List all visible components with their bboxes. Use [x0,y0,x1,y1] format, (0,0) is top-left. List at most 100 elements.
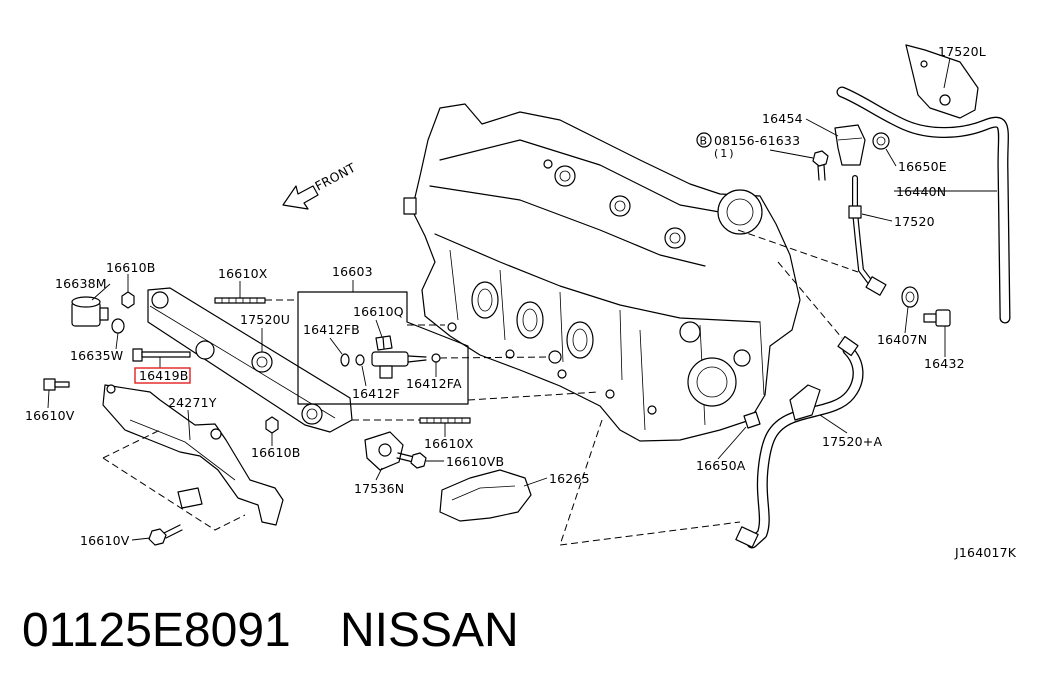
callout-16407N[interactable]: 16407N [877,332,927,347]
front-arrow-icon [282,185,319,210]
callout-16650A[interactable]: 16650A [696,458,746,473]
callout-16610VB[interactable]: 16610VB [446,454,504,469]
clip-16650A-body [743,411,761,429]
fuel-rail-edge [149,305,336,419]
callout-16610Q[interactable]: 16610Q [353,304,404,319]
leader-lines [47,57,997,541]
callout-17520U[interactable]: 17520U [240,312,290,327]
callout-16412F[interactable]: 16412F [352,386,400,401]
head-boss-mid [679,321,701,343]
callout-17520[interactable]: 17520 [894,214,935,229]
footer: 01125E8091 NISSAN [22,604,519,657]
callout-24271Y[interactable]: 24271Y [168,395,217,410]
figure-code: J164017K [954,545,1017,560]
pressure-sensor-top [71,296,101,308]
heat-shield-16265 [439,469,532,522]
clip-16650A [743,411,761,429]
head-bolt-5 [647,405,657,415]
cam-end-cap-inner [726,198,754,226]
injector-connector [379,365,393,379]
callout-16412FB[interactable]: 16412FB [303,322,360,337]
dash-head-to-tube [777,261,843,339]
leader-16650A [717,426,747,460]
sensor-tube-17520-end [865,276,887,296]
callout-16440N[interactable]: 16440N [896,184,946,199]
intake-port-3-inner [572,328,588,352]
head-mount-tab [403,197,417,215]
leader-16638M [91,283,111,301]
spark-plug-hole-1 [554,165,576,187]
leader-16454 [805,118,839,137]
heat-shield-rib [451,485,516,501]
assembly-dashed-lines [102,229,859,546]
callout-16610V-bottom[interactable]: 16610V [80,533,130,548]
callout-16432[interactable]: 16432 [924,356,965,371]
sensor-tube-17520-fitting [848,205,862,219]
fuel-tube-17520A-top-fitting [837,335,859,357]
callout-17520A[interactable]: 17520+A [822,434,882,449]
spark-plug-hole-3 [664,227,686,249]
nut-16610B-bottom [265,416,279,434]
front-direction-indicator: FRONT [282,160,358,210]
bolt-08156-61633 [812,150,829,181]
callout-16610B-top[interactable]: 16610B [106,260,156,275]
callout-16419B[interactable]: 16419B [139,368,189,383]
washer-16407N-inner [905,291,915,303]
injector-nozzle [407,355,427,363]
intake-port-3 [566,321,594,359]
callout-16610X-top[interactable]: 16610X [218,266,268,281]
bolt-16432-head [935,309,951,327]
fuel-rail-boss-3-inner [306,408,318,420]
connector-16454 [834,124,866,166]
fuel-rail-boss-2-inner [256,356,268,368]
front-label: FRONT [312,160,358,194]
bolt-16419B-head [132,348,143,362]
bracket-17536N [364,431,404,471]
clip-16650E-ring [872,132,890,150]
sensor-tube-17520-inner [853,176,878,292]
callout-17520L[interactable]: 17520L [938,44,986,59]
bolt-08156-head [812,150,829,167]
cam-cover-ridge [439,139,743,217]
callout-16454[interactable]: 16454 [762,111,803,126]
clip-16650E-inner [876,136,886,146]
callout-16638M[interactable]: 16638M [55,276,107,291]
callout-16603[interactable]: 16603 [332,264,373,279]
bolt-16432-shaft [923,313,937,323]
callout-16650E[interactable]: 16650E [898,159,947,174]
head-bolt-1 [447,322,457,332]
fuel-tube-16440N [836,86,1011,324]
fuel-tube-16440N-inner [837,87,1010,323]
stud-16610X-top-thread [221,298,258,303]
stud-16610X-top [214,297,266,304]
leader-24271Y [187,409,191,441]
callout-16610X-bottom[interactable]: 16610X [424,436,474,451]
callout-16610V-left[interactable]: 16610V [25,408,75,423]
bolt-16419B-shaft [141,351,191,358]
fuel-tube-17520A-bracket [789,384,821,421]
head-bolt-2 [505,349,515,359]
bolt-16610V-bottom-shaft [163,524,183,539]
bolt-16432 [923,309,951,327]
fuel-rail-body [147,287,353,433]
injector-assembly [297,291,469,405]
fuel-rail-boss-2 [251,351,273,373]
callout-16610B-bottom[interactable]: 16610B [251,445,301,460]
intake-port-2 [516,301,544,339]
callout-16635W[interactable]: 16635W [70,348,123,363]
callout-17536N[interactable]: 17536N [354,481,404,496]
bolt-16610V-left-shaft [54,381,70,388]
connector-16454-rib [837,137,863,141]
footer-brand: NISSAN [340,604,519,657]
callout-08156-61633[interactable]: 08156-61633 [714,133,800,148]
intake-port-1-inner [477,288,493,312]
spark-plug-hole-2 [609,195,631,217]
callout-16265[interactable]: 16265 [549,471,590,486]
callout-16412FA[interactable]: 16412FA [406,376,462,391]
leader-17520L [943,57,951,89]
pressure-sensor [71,296,109,327]
leader-17520A [819,414,848,434]
fuel-rail [147,287,353,433]
bracket-17520L-hole-2 [920,60,928,68]
selected-callout-highlight [134,367,191,384]
